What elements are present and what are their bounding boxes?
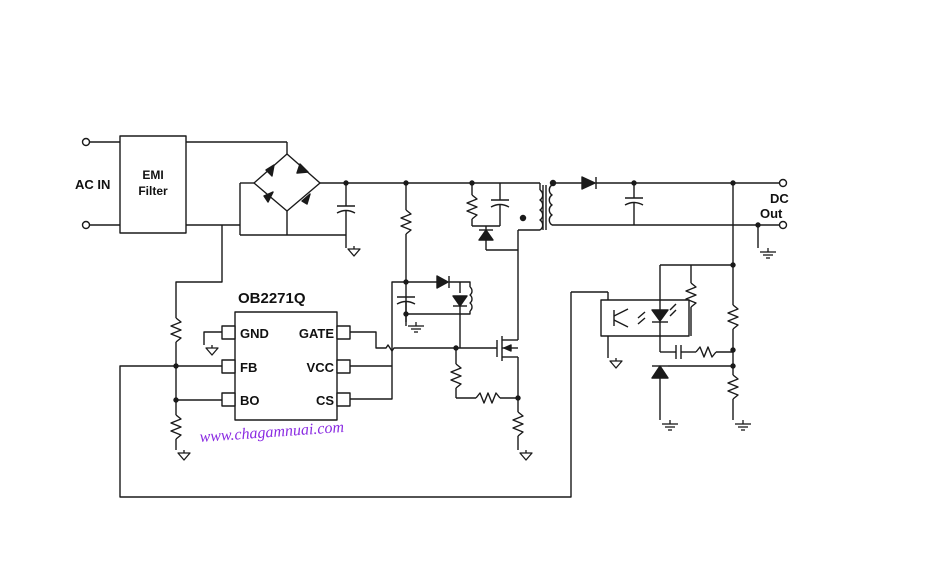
pin-cs-label: CS — [316, 393, 334, 408]
gate-drive — [350, 281, 524, 450]
bridge-rectifier — [239, 142, 406, 236]
emi-filter-block — [119, 135, 187, 234]
pin-gate-label: GATE — [299, 326, 334, 341]
feedback-loop-wire — [119, 292, 572, 498]
chip-pins — [203, 325, 351, 407]
secondary-output — [552, 176, 788, 248]
brownout-divider — [170, 225, 223, 450]
out-label: Out — [760, 206, 783, 221]
bulk-capacitor — [336, 183, 356, 248]
filter-label: Filter — [138, 184, 168, 198]
ac-input — [81, 137, 120, 230]
flyback-transformer — [517, 179, 557, 340]
pin-bo-label: BO — [240, 393, 260, 408]
pin-gnd-label: GND — [240, 326, 269, 341]
pin-fb-label: FB — [240, 360, 257, 375]
vcc-supply — [350, 275, 473, 367]
output-divider — [727, 183, 739, 420]
ob2271q-chip — [234, 311, 338, 421]
dc-label: DC — [770, 191, 789, 206]
chip-name-label: OB2271Q — [238, 290, 306, 307]
emi-label: EMI — [142, 168, 163, 182]
optocoupler-feedback — [571, 264, 733, 420]
watermark-text: www.chagamnuai.com — [199, 419, 344, 446]
rcd-snubber — [466, 183, 518, 251]
ac-in-label: AC IN — [75, 177, 110, 192]
pin-vcc-label: VCC — [307, 360, 335, 375]
